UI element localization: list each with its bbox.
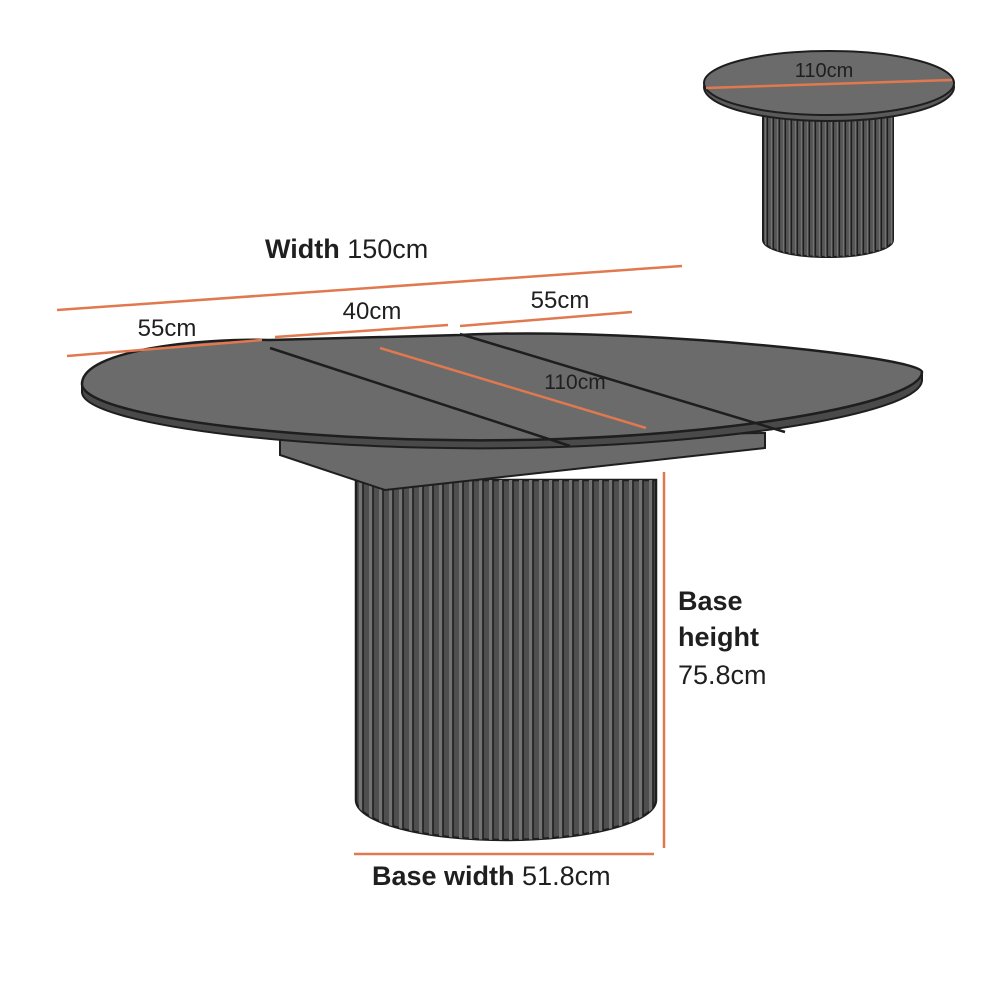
overall-width-value: 150cm: [347, 234, 428, 264]
flute-rib: [549, 480, 553, 840]
right-leaf-label: 55cm: [531, 287, 590, 314]
flute-rib: [509, 480, 513, 840]
tabletop-depth-line: [379, 346, 647, 430]
tabletop-depth-label: 110cm: [544, 371, 605, 394]
flute-rib: [419, 480, 423, 840]
flute-rib: [842, 112, 846, 257]
base-width-text: Base width 51.8cm: [372, 861, 611, 891]
flute-rib: [409, 480, 413, 840]
flute-rib: [884, 112, 888, 257]
left-leaf-dimension: 55cm: [66, 315, 263, 358]
middle-leaf-label: 40cm: [343, 298, 402, 325]
flute-rib: [379, 480, 383, 840]
flute-rib: [599, 480, 603, 840]
small-table-diameter-line: [705, 78, 953, 90]
flute-rib: [872, 112, 876, 257]
flute-rib: [860, 112, 864, 257]
extended-dining-table: 110cm: [80, 332, 924, 842]
flute-rib: [489, 480, 493, 840]
flute-rib: [649, 480, 653, 840]
overall-width-text: Width 150cm: [265, 234, 428, 264]
small-table-diameter-label: 110cm: [795, 60, 854, 82]
flute-rib: [812, 112, 816, 257]
left-leaf-label: 55cm: [138, 315, 197, 342]
small-round-table: 110cm: [703, 50, 955, 258]
flute-rib: [389, 480, 393, 840]
small-table-base-flutes: [764, 112, 893, 257]
middle-leaf-dimension: 40cm: [274, 298, 449, 339]
flute-rib: [449, 480, 453, 840]
base-height-label-line2: height: [678, 622, 759, 652]
flute-rib: [519, 480, 523, 840]
flute-rib: [559, 480, 563, 840]
flute-rib: [776, 112, 780, 257]
flute-rib: [764, 112, 768, 257]
flute-rib: [824, 112, 828, 257]
pedestal-flutes: [359, 480, 654, 840]
flute-rib: [529, 480, 533, 840]
flute-rib: [830, 112, 834, 257]
flute-rib: [439, 480, 443, 840]
flute-rib: [890, 112, 893, 257]
flute-rib: [770, 112, 774, 257]
flute-rib: [794, 112, 798, 257]
flute-rib: [569, 480, 573, 840]
flute-rib: [866, 112, 870, 257]
flute-rib: [818, 112, 822, 257]
flute-rib: [878, 112, 882, 257]
leaf-seam-left: [269, 346, 571, 448]
leaf-seam-right: [459, 332, 786, 434]
tabletop-surface: [80, 332, 924, 442]
flute-rib: [579, 480, 583, 840]
flute-rib: [782, 112, 786, 257]
flute-rib: [589, 480, 593, 840]
base-width-dimension: Base width 51.8cm: [354, 852, 654, 891]
flute-rib: [459, 480, 463, 840]
flute-rib: [469, 480, 473, 840]
flute-rib: [479, 480, 483, 840]
flute-rib: [854, 112, 858, 257]
flute-rib: [609, 480, 613, 840]
base-height-dimension: Base height 75.8cm: [662, 472, 767, 848]
overall-width-line: [56, 264, 683, 312]
flute-rib: [639, 480, 643, 840]
flute-rib: [848, 112, 852, 257]
base-width-label: Base width: [372, 861, 515, 891]
flute-rib: [806, 112, 810, 257]
flute-rib: [800, 112, 804, 257]
flute-rib: [429, 480, 433, 840]
flute-rib: [359, 480, 363, 840]
flute-rib: [836, 112, 840, 257]
flute-rib: [788, 112, 792, 257]
base-height-label-line1: Base: [678, 586, 743, 616]
flute-rib: [619, 480, 623, 840]
overall-width-label: Width: [265, 234, 340, 264]
flute-rib: [369, 480, 373, 840]
right-leaf-dimension: 55cm: [459, 287, 633, 328]
width-dimension: Width 150cm: [56, 234, 683, 312]
flute-rib: [539, 480, 543, 840]
base-height-value: 75.8cm: [678, 660, 767, 690]
flute-rib: [499, 480, 503, 840]
flute-rib: [629, 480, 633, 840]
base-width-value: 51.8cm: [522, 861, 611, 891]
flute-rib: [399, 480, 403, 840]
